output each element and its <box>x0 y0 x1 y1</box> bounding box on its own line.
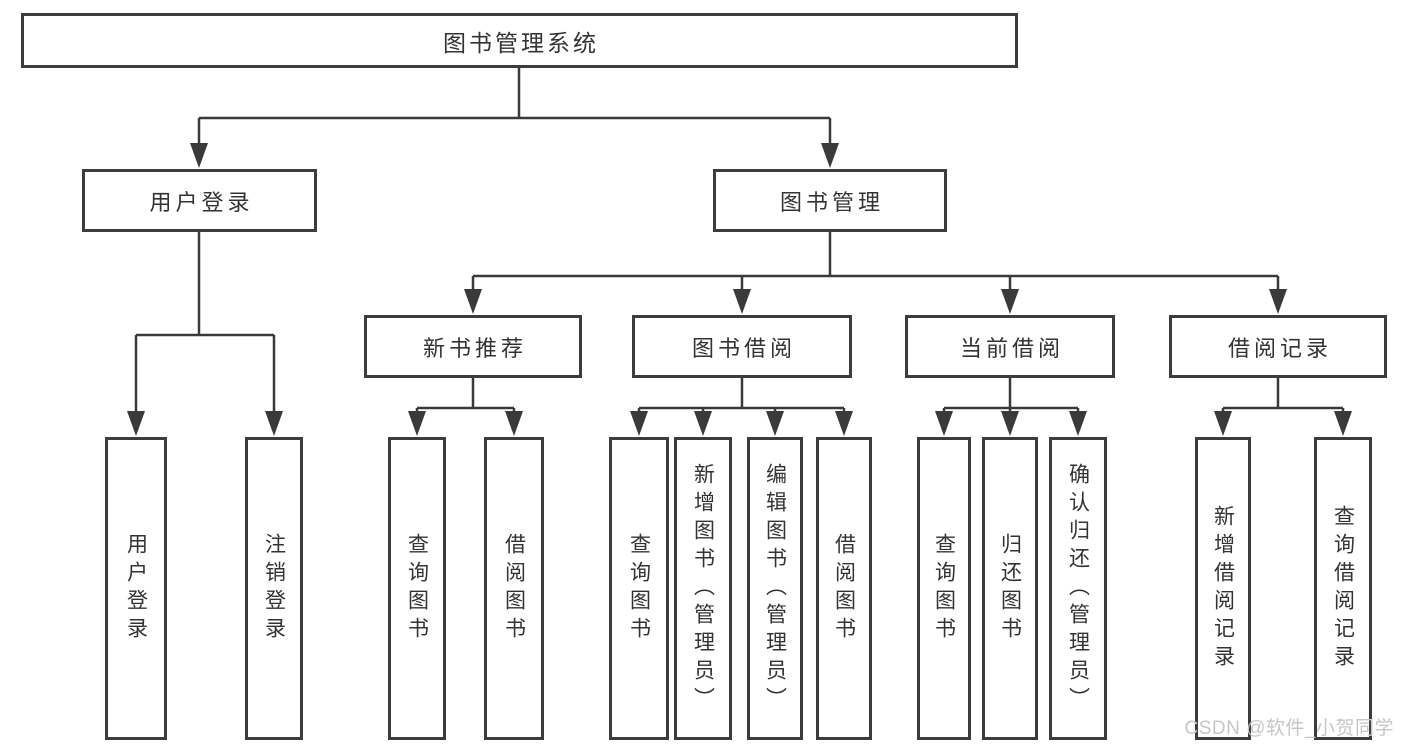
arrowhead <box>1334 411 1352 436</box>
arrowhead <box>935 411 953 436</box>
arrowhead <box>821 143 839 168</box>
arrowhead <box>505 411 523 436</box>
node-new-book-recommend: 新书推荐 <box>364 315 582 378</box>
node-user-login: 用户登录 <box>82 169 317 232</box>
arrowhead <box>733 289 751 314</box>
node-library-system: 图书管理系统 <box>21 13 1018 68</box>
leaf-borrow-books-recommend: 借阅图书 <box>484 437 544 740</box>
leaf-query-books-recommend: 查询图书 <box>388 437 446 740</box>
arrowhead <box>190 143 208 168</box>
leaf-logout: 注销登录 <box>245 437 303 740</box>
arrowhead <box>127 411 145 436</box>
leaf-edit-book-admin: 编辑图书（管理员） <box>747 437 803 740</box>
arrowhead <box>630 411 648 436</box>
leaf-query-borrow-record: 查询借阅记录 <box>1314 437 1372 740</box>
arrowhead <box>1001 289 1019 314</box>
arrowhead <box>835 411 853 436</box>
leaf-query-books-borrow: 查询图书 <box>609 437 669 740</box>
node-book-borrow: 图书借阅 <box>632 315 852 378</box>
leaf-confirm-return-admin: 确认归还（管理员） <box>1049 437 1107 740</box>
leaf-return-book: 归还图书 <box>982 437 1038 740</box>
arrowhead <box>464 289 482 314</box>
leaf-borrow-books: 借阅图书 <box>816 437 872 740</box>
arrowhead <box>694 411 712 436</box>
node-current-borrow: 当前借阅 <box>905 315 1115 378</box>
arrowhead <box>1269 289 1287 314</box>
leaf-add-book-admin: 新增图书（管理员） <box>674 437 732 740</box>
arrowhead <box>766 411 784 436</box>
node-book-management: 图书管理 <box>713 169 947 232</box>
leaf-user-login: 用户登录 <box>105 437 167 740</box>
arrowhead <box>408 411 426 436</box>
node-borrow-records: 借阅记录 <box>1169 315 1387 378</box>
arrowhead <box>1214 411 1232 436</box>
csdn-watermark: CSDN @软件_小贺同学 <box>1184 718 1394 739</box>
arrowhead <box>1001 411 1019 436</box>
leaf-add-borrow-record: 新增借阅记录 <box>1195 437 1251 740</box>
leaf-query-books-current: 查询图书 <box>917 437 971 740</box>
arrowhead <box>1069 411 1087 436</box>
arrowhead <box>265 411 283 436</box>
